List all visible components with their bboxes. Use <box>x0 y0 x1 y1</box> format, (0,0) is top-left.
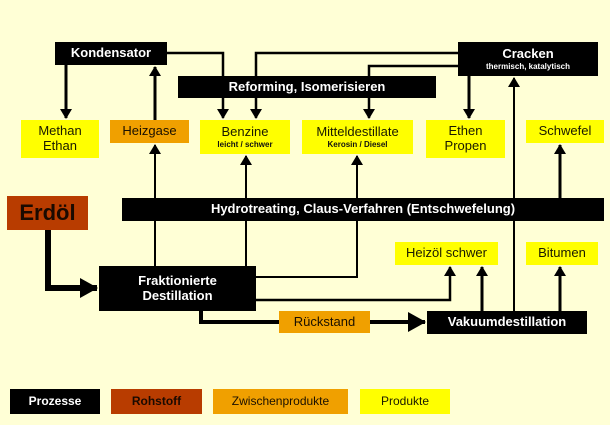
node-label: Fraktionierte <box>138 272 217 288</box>
node-label: Benzine <box>221 123 269 139</box>
node-kondensator: Kondensator <box>55 42 167 65</box>
node-heizgase: Heizgase <box>110 120 189 143</box>
legend-label: Prozesse <box>28 393 82 408</box>
legend-item-zwischenprodukte: Zwischenprodukte <box>213 389 348 414</box>
node-reforming: Reforming, Isomerisieren <box>178 76 436 98</box>
node-rueckstand: Rückstand <box>279 311 370 333</box>
edge-fraktionierte-mitteldestillate <box>256 155 363 278</box>
node-cracken: Cracken thermisch, katalytisch <box>458 42 598 76</box>
node-ethen-propen: Ethen Propen <box>426 120 505 158</box>
node-label: Kondensator <box>70 45 152 61</box>
legend-label: Rohstoff <box>131 393 182 408</box>
edge-cracken-mitteldestillate <box>363 64 458 119</box>
node-label: Vakuumdestillation <box>447 314 567 330</box>
node-label-2: Destillation <box>142 287 213 303</box>
node-label: Schwefel <box>538 123 592 139</box>
node-methan-ethan: Methan Ethan <box>21 120 99 158</box>
node-heizoel-schwer: Heizöl schwer <box>395 242 498 265</box>
node-vakuumdestillation: Vakuumdestillation <box>427 311 587 334</box>
node-label: Cracken <box>502 45 554 61</box>
legend-item-rohstoff: Rohstoff <box>111 389 202 414</box>
node-erdoel: Erdöl <box>7 196 88 230</box>
node-label-2: Propen <box>444 138 487 153</box>
node-bitumen: Bitumen <box>526 242 598 265</box>
node-fraktionierte-destillation: Fraktionierte Destillation <box>99 266 256 311</box>
legend-label: Zwischenprodukte <box>231 393 330 408</box>
node-schwefel: Schwefel <box>526 120 604 143</box>
node-benzine: Benzine leicht / schwer <box>200 120 290 154</box>
node-sublabel: Kerosin / Diesel <box>327 139 388 149</box>
node-label-2: Ethan <box>43 138 77 153</box>
node-label: Reforming, Isomerisieren <box>228 78 386 94</box>
node-label: Methan <box>38 123 82 139</box>
node-label: Ethen <box>448 123 483 139</box>
edge-fraktionierte-rueckstand <box>199 311 279 324</box>
edge-fraktionierte-heizoel <box>256 266 456 302</box>
legend-item-produkte: Produkte <box>360 389 450 414</box>
node-label: Bitumen <box>538 245 586 261</box>
node-label: Hydrotreating, Claus-Verfahren (Entschwe… <box>210 201 516 217</box>
node-hydrotreating: Hydrotreating, Claus-Verfahren (Entschwe… <box>122 198 604 221</box>
legend-item-prozesse: Prozesse <box>10 389 100 414</box>
node-label: Mitteldestillate <box>316 123 399 139</box>
edge-erdoel-fraktionierte <box>45 230 98 298</box>
legend-label: Produkte <box>380 393 430 408</box>
node-sublabel: thermisch, katalytisch <box>485 61 571 71</box>
node-sublabel: leicht / schwer <box>217 139 273 149</box>
node-label: Heizöl schwer <box>406 245 487 261</box>
node-label: Erdöl <box>19 200 76 226</box>
node-label: Rückstand <box>293 313 356 329</box>
node-label: Heizgase <box>122 123 177 139</box>
node-mitteldestillate: Mitteldestillate Kerosin / Diesel <box>302 120 413 154</box>
